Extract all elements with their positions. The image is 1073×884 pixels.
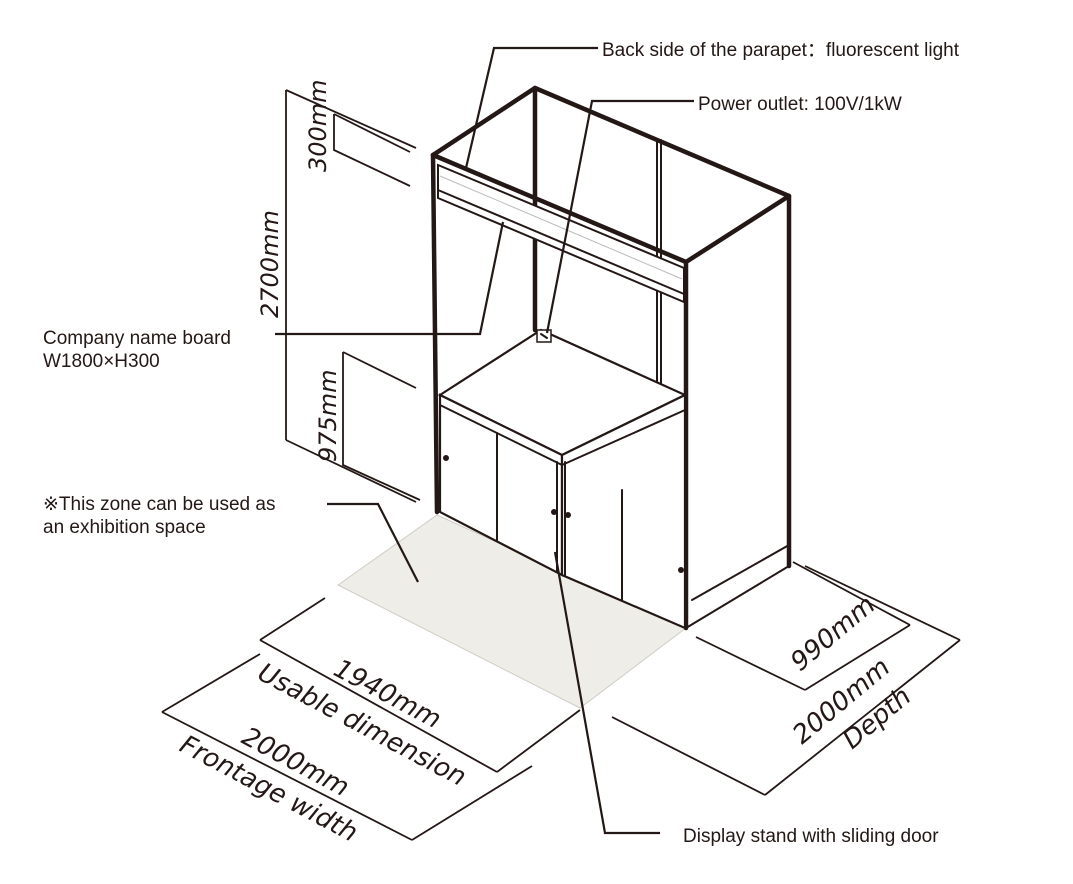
display-stand [437, 328, 688, 630]
dim-parapet-height: 300mm [304, 79, 332, 172]
width-dimensions [161, 597, 581, 841]
leader-company-board [275, 221, 505, 336]
height-dimensions [285, 89, 421, 503]
dim-counter-height: 975mm [314, 369, 342, 462]
label-power-outlet: Power outlet: 100V/1kW [698, 94, 902, 115]
dim-total-height: 2700mm [256, 210, 284, 318]
leader-power-outlet [545, 99, 694, 334]
leader-display-stand [553, 551, 660, 835]
label-company-board-line2: W1800×H300 [43, 351, 160, 372]
company-name-board [437, 163, 685, 304]
depth-dimensions [611, 561, 961, 796]
label-display-stand: Display stand with sliding door [683, 826, 939, 847]
leader-parapet-light [464, 46, 598, 169]
leader-exhibition-zone [327, 502, 419, 583]
label-company-board-line1: Company name board [43, 328, 231, 349]
label-exhibition-zone-line1: ※This zone can be used as [43, 494, 275, 515]
label-parapet-light: Back side of the parapet：fluorescent lig… [602, 40, 960, 61]
label-exhibition-zone-line2: an exhibition space [43, 517, 206, 538]
